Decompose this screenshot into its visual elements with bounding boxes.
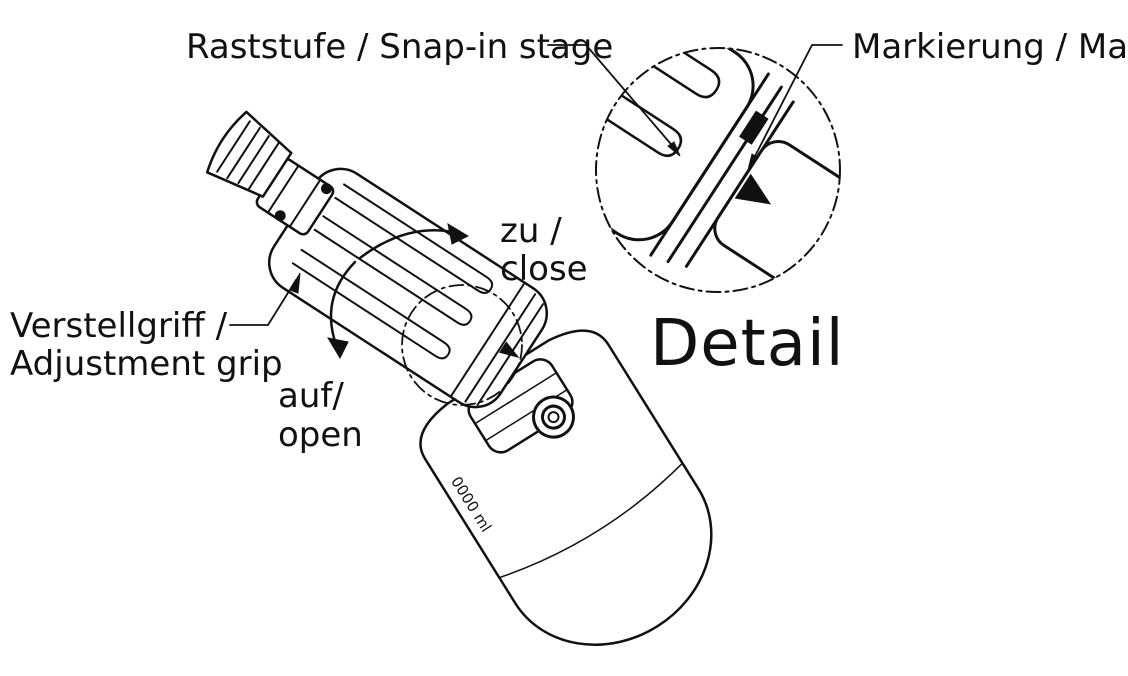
close-label-line1: zu /	[500, 211, 562, 251]
detail-callout-circle	[401, 284, 523, 406]
adjustment-grip-label-line1: Verstellgriff /	[10, 306, 228, 346]
open-direction-arrow	[326, 260, 357, 360]
top-knob	[205, 110, 293, 198]
dispenser-assembly: 0000 ml	[205, 110, 713, 646]
valve-cap	[467, 358, 575, 454]
open-label-line1: auf/	[278, 376, 344, 416]
adjustment-grip-label-line2: Adjustment grip	[10, 344, 283, 384]
close-label-line2: close	[500, 249, 588, 289]
snap-in-stage-leader	[547, 44, 677, 151]
leader-lines	[229, 44, 843, 326]
adjustment-grip-leader	[229, 279, 297, 326]
open-label-line2: open	[278, 415, 363, 455]
mark-leader	[751, 44, 843, 163]
mark-label: Markierung / Mark	[852, 27, 1128, 67]
close-direction-arrow	[358, 222, 470, 260]
snap-in-stage-label: Raststufe / Snap-in stage	[186, 27, 613, 67]
detail-title: Detail	[650, 307, 845, 381]
detail-view-circle	[595, 47, 841, 293]
